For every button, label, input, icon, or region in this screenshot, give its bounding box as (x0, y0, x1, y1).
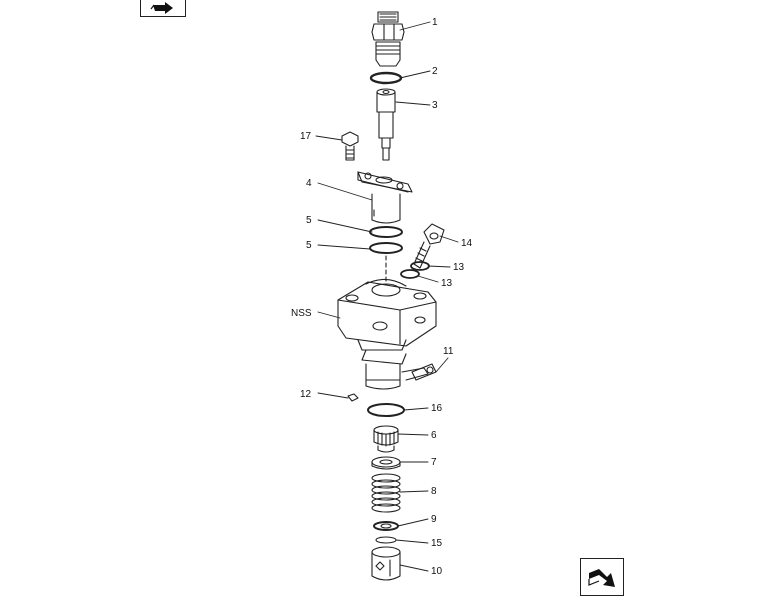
part-17-bolt (341, 131, 359, 161)
callout-7: 7 (431, 457, 437, 468)
part-7-spring-seat (371, 456, 401, 470)
previous-page-arrow-icon (150, 2, 173, 14)
part-12-plug (347, 393, 359, 402)
callout-6: 6 (431, 430, 437, 441)
next-page-arrow-icon (588, 569, 615, 587)
part-1-valve-holder (371, 11, 405, 67)
part-3-delivery-valve (376, 88, 396, 161)
part-14-banjo-bolt (413, 223, 445, 269)
pump-body-nss (337, 278, 437, 390)
part-9-lower-seat (373, 521, 399, 531)
part-6-gear-sleeve (373, 425, 399, 453)
part-4-flange-barrel (357, 171, 413, 224)
callout-12: 12 (300, 389, 312, 400)
previous-page-button[interactable] (140, 0, 186, 17)
callout-1: 1 (432, 17, 438, 28)
callout-5a: 5 (306, 215, 312, 226)
part-2-o-ring (369, 71, 403, 85)
callout-16: 16 (431, 403, 443, 414)
callout-9: 9 (431, 514, 437, 525)
part-8-spring (371, 473, 401, 513)
part-16-o-ring (367, 403, 405, 417)
callout-8: 8 (431, 486, 437, 497)
callout-13a: 13 (453, 262, 465, 273)
callout-17: 17 (300, 131, 312, 142)
callout-2: 2 (432, 66, 438, 77)
part-10-tappet (371, 546, 401, 581)
part-5-o-rings (369, 226, 403, 254)
callout-10: 10 (431, 566, 443, 577)
callout-14: 14 (461, 238, 473, 249)
callout-13b: 13 (441, 278, 453, 289)
next-page-button[interactable] (580, 558, 624, 596)
part-15-shim (375, 536, 397, 544)
callout-labels: 1 2 3 17 4 5 5 14 13 13 NSS 11 12 16 6 7… (291, 17, 473, 577)
callout-11: 11 (443, 346, 454, 357)
callout-5b: 5 (306, 240, 312, 251)
callout-4: 4 (306, 178, 312, 189)
callout-nss: NSS (291, 308, 312, 319)
leader-lines (315, 21, 459, 572)
callout-15: 15 (431, 538, 443, 549)
callout-3: 3 (432, 100, 438, 111)
